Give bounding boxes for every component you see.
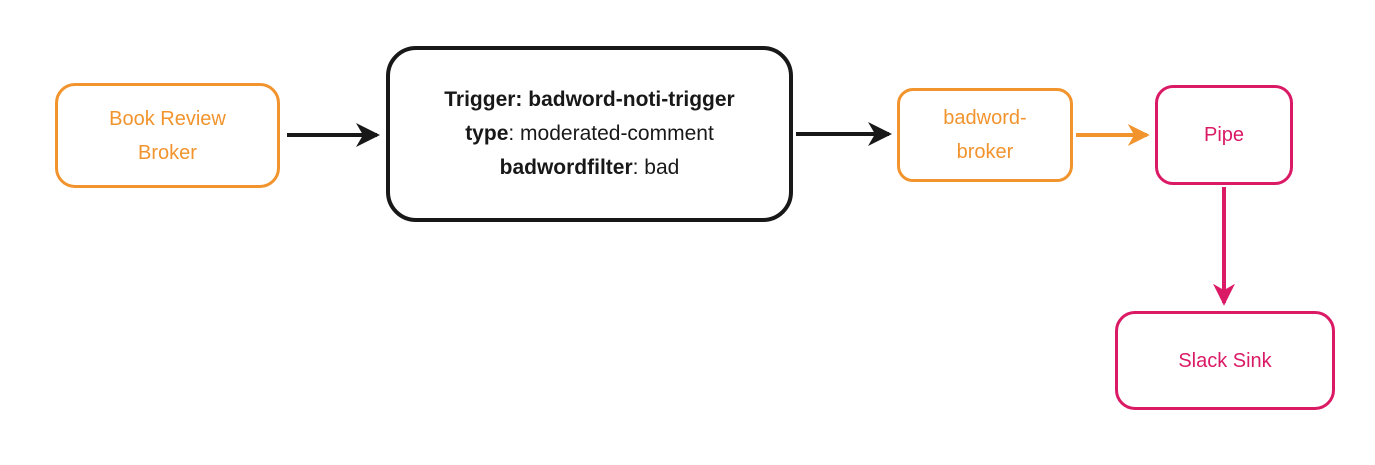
node-trigger-label: Trigger: badword-noti-trigger type: mode… <box>444 83 734 185</box>
node-badword-broker-label: badword- broker <box>943 101 1026 169</box>
trigger-type-line: type: moderated-comment <box>444 117 734 151</box>
label-line: Book Review <box>109 107 226 130</box>
label-line: broker <box>956 141 1014 163</box>
node-slack-sink: Slack Sink <box>1115 311 1335 410</box>
trigger-type-key: type <box>465 122 509 145</box>
node-pipe-label: Pipe <box>1203 124 1245 146</box>
node-pipe: Pipe <box>1155 85 1293 185</box>
trigger-filter-line: badwordfilter: bad <box>444 151 734 185</box>
trigger-name-bold: Trigger: badword-noti-trigger <box>444 88 735 111</box>
trigger-filter-key: badwordfilter <box>499 156 633 179</box>
node-badword-broker: badword- broker <box>897 88 1073 182</box>
trigger-type-value: : moderated-comment <box>508 122 714 145</box>
trigger-name-line: Trigger: badword-noti-trigger <box>444 83 734 117</box>
node-trigger-badword-noti-trigger: Trigger: badword-noti-trigger type: mode… <box>386 46 793 222</box>
label-line: badword- <box>943 107 1027 129</box>
node-slack-sink-label: Slack Sink <box>1178 349 1272 372</box>
label-line: Broker <box>138 141 197 164</box>
node-book-review-broker-label: Book Review Broker <box>109 102 226 170</box>
trigger-filter-value: : bad <box>632 156 680 179</box>
node-book-review-broker: Book Review Broker <box>55 83 280 188</box>
